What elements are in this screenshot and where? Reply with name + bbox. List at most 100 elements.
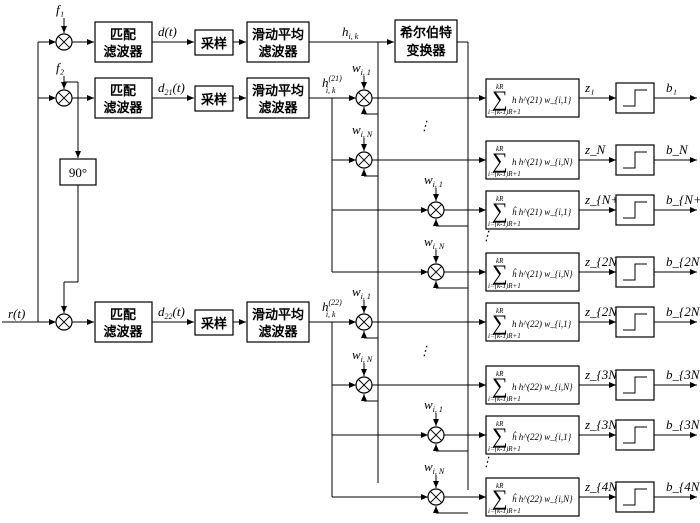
weight-label-7: wi, 1 bbox=[424, 397, 443, 414]
ma2-label-1: 滑动平均 bbox=[252, 83, 304, 99]
row-2: f₂ 匹配 滤波器 d21(t) 采样 滑动平均 滤波器 h(21)i, k bbox=[38, 60, 342, 272]
r-label: r(t) bbox=[8, 306, 25, 321]
summation-1 bbox=[485, 78, 580, 118]
sum-upper-4: kR bbox=[496, 257, 504, 265]
chain-7: wi, 1kR∑i=(k-1)R+1ĥ h^(22) w_{i,1}z_{3N+… bbox=[332, 397, 700, 455]
sigma-7: ∑ bbox=[492, 423, 508, 448]
sampler1-label: 采样 bbox=[200, 36, 227, 52]
z-label-4: z_{2N} bbox=[584, 254, 623, 269]
mixer-1-x2 bbox=[57, 35, 71, 49]
mf3-label-2: 滤波器 bbox=[103, 324, 143, 340]
sigma-5: ∑ bbox=[492, 310, 508, 335]
mf2-label-1: 匹配 bbox=[110, 84, 136, 99]
b-label-3: b_{N+1} bbox=[666, 192, 700, 207]
z-label-8: z_{4N} bbox=[584, 479, 623, 494]
multiplier-7-x2 bbox=[429, 428, 443, 442]
sum-expr-4: ĥ h^(21) w_{i,N} bbox=[512, 269, 573, 279]
b-label-2: b_N bbox=[666, 142, 689, 157]
chain-6: wi, NkR∑i=(k-1)R+1h h^(22) w_{i,N}z_{3N}… bbox=[332, 347, 700, 405]
step-icon-2 bbox=[623, 151, 647, 169]
multiplier-6-x2 bbox=[357, 378, 371, 392]
sum-lower-3: i=(k-1)R+1 bbox=[488, 220, 521, 228]
f2-label: f₂ bbox=[56, 60, 65, 75]
summation-4 bbox=[485, 252, 580, 292]
ellipsis-1: ⋮ bbox=[418, 118, 431, 133]
sigma-2: ∑ bbox=[492, 148, 508, 173]
sum-lower-6: i=(k-1)R+1 bbox=[488, 395, 521, 403]
mf1-label-2: 滤波器 bbox=[103, 44, 143, 60]
sigma-4: ∑ bbox=[492, 260, 508, 285]
multiplier-2-x2 bbox=[357, 153, 371, 167]
step-icon-3 bbox=[623, 201, 647, 219]
multiplier-4-x2 bbox=[429, 265, 443, 279]
sum-upper-1: kR bbox=[496, 83, 504, 91]
ellipsis-4: ⋮ bbox=[480, 454, 493, 469]
h21-label: h(21)i, k bbox=[322, 74, 342, 95]
chain-3: wi, 1kR∑i=(k-1)R+1ĥ h^(21) w_{i,1}z_{N+1… bbox=[332, 172, 700, 230]
b-label-5: b_{2N+1} bbox=[666, 304, 700, 319]
chain-4: wi, N kR∑i=(k-1)R+1 ĥ h^(21) w_{i,N} z_{2N}… bbox=[332, 234, 700, 292]
b-label-4: b_{2N} bbox=[666, 254, 700, 269]
h22-label: h(22)i, k bbox=[322, 298, 342, 319]
ellipsis-2: ⋮ bbox=[480, 228, 493, 243]
step-icon-8 bbox=[623, 488, 647, 506]
sum-upper-7: kR bbox=[496, 420, 504, 428]
chain-5: wi, 1kR∑i=(k-1)R+1h h^(22) w_{i,1}z_{2N+… bbox=[332, 284, 700, 342]
ma2-label-2: 滤波器 bbox=[258, 100, 298, 116]
step-icon-4 bbox=[623, 263, 647, 281]
row-3: 匹配 滤波器 d22(t) 采样 滑动平均 滤波器 h(22)i, k bbox=[38, 298, 342, 497]
d21-label: d21(t) bbox=[158, 80, 185, 97]
weight-label-8: wi, N bbox=[424, 459, 445, 476]
chain-8: wi, NkR∑i=(k-1)R+1ĥ h^(22) w_{i,N}z_{4N}… bbox=[332, 459, 700, 517]
mf3-label-1: 匹配 bbox=[110, 308, 136, 323]
d-label: d(t) bbox=[158, 24, 177, 39]
step-icon-7 bbox=[623, 426, 647, 444]
sum-upper-6: kR bbox=[496, 370, 504, 378]
f1-label: f₁ bbox=[56, 2, 64, 17]
ellipsis-3: ⋮ bbox=[418, 343, 431, 358]
z-label-2: z_N bbox=[584, 142, 607, 157]
sigma-1: ∑ bbox=[492, 86, 508, 111]
mf1-label-1: 匹配 bbox=[110, 28, 136, 43]
sampler-2 bbox=[194, 85, 234, 112]
weight-label-6: wi, N bbox=[352, 347, 373, 364]
d22-label: d22(t) bbox=[158, 304, 185, 321]
weight-label-3: wi, 1 bbox=[424, 172, 443, 189]
sum-expr-7: ĥ h^(22) w_{i,1} bbox=[512, 432, 572, 442]
ma3-label-1: 滑动平均 bbox=[252, 307, 304, 323]
step-icon-1 bbox=[623, 89, 647, 107]
matched-filter-2 bbox=[94, 77, 153, 119]
moving-avg-filter-1 bbox=[246, 21, 310, 63]
multiplier-3-x2 bbox=[429, 203, 443, 217]
input-r: r(t) bbox=[2, 42, 39, 323]
step-icon-5 bbox=[623, 313, 647, 331]
summation-6 bbox=[485, 365, 580, 405]
hilbert-label-2: 变换器 bbox=[406, 43, 446, 59]
weight-label-5: wi, 1 bbox=[352, 284, 371, 301]
hilbert-transformer bbox=[394, 19, 458, 63]
sampler-1 bbox=[194, 29, 234, 56]
sum-expr-3: ĥ h^(21) w_{i,1} bbox=[512, 207, 572, 217]
sum-lower-8: i=(k-1)R+1 bbox=[488, 507, 521, 515]
b-label-6: b_{3N} bbox=[666, 367, 700, 382]
sum-upper-5: kR bbox=[496, 307, 504, 315]
sum-lower-5: i=(k-1)R+1 bbox=[488, 332, 521, 340]
step-icon-6 bbox=[623, 376, 647, 394]
weight-label-4: wi, N bbox=[424, 234, 445, 251]
sum-upper-2: kR bbox=[496, 145, 504, 153]
phase-shifter: 90° bbox=[59, 158, 97, 313]
ma3-label-2: 滤波器 bbox=[258, 324, 298, 340]
sum-expr-2: h h^(21) w_{i,N} bbox=[512, 157, 573, 167]
ma1-label-1: 滑动平均 bbox=[252, 27, 304, 43]
z-label-6: z_{3N} bbox=[584, 367, 623, 382]
sum-lower-1: i=(k-1)R+1 bbox=[488, 108, 521, 116]
sum-expr-6: h h^(22) w_{i,N} bbox=[512, 382, 573, 392]
mf2-label-2: 滤波器 bbox=[103, 100, 143, 116]
weight-label-1: wi, 1 bbox=[352, 60, 371, 77]
multiplier-5-x2 bbox=[357, 315, 371, 329]
summation-5 bbox=[485, 302, 580, 342]
weight-label-2: wi, N bbox=[352, 122, 373, 139]
sum-lower-4: i=(k-1)R+1 bbox=[488, 282, 521, 290]
